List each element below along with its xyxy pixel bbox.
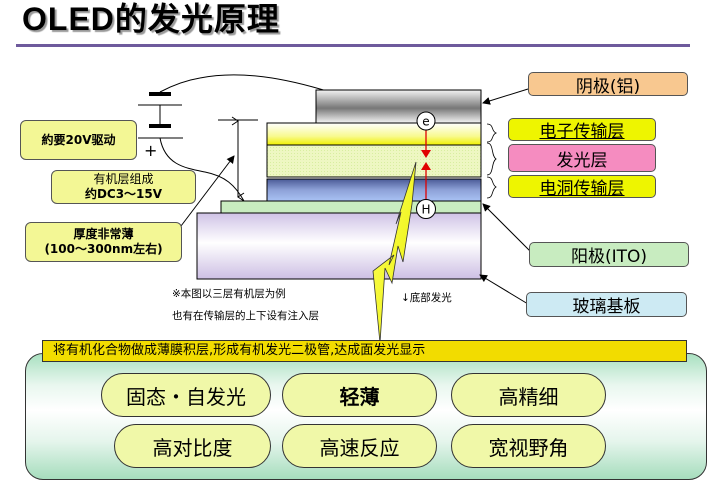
emissive-label: 发光层 [508, 144, 656, 172]
hole-transport-label-text: 电洞传输层 [539, 179, 625, 199]
thickness-line2: (100～300nm左右) [44, 242, 163, 256]
title-underline [16, 44, 690, 47]
thickness-dimension-icon [218, 116, 258, 202]
substrate-label: 玻璃基板 [526, 292, 687, 317]
note-three-layer-example: ※本图以三层有机层为例 [172, 288, 286, 300]
anode-label-text: 阳极(ITO) [570, 247, 648, 267]
hole-transport-label: 电洞传输层 [508, 175, 656, 199]
layer-braces-icon [486, 123, 498, 199]
emissive-label-text: 发光层 [556, 150, 608, 171]
electron-transport-label-text: 电子传输层 [539, 122, 625, 142]
hole-transport-layer [266, 178, 482, 202]
feature-pill: 宽视野角 [451, 424, 606, 468]
note-injection-layers: 也有在传输层的上下设有注入层 [172, 310, 319, 322]
battery-plus-sign: + [144, 141, 157, 160]
substrate-label-text: 玻璃基板 [572, 297, 641, 317]
electron-transport-layer [266, 122, 482, 146]
callout-pointer-lines [180, 155, 235, 227]
glass-substrate-layer [196, 212, 482, 280]
organic-voltage-line2: 约DC3～15V [84, 187, 163, 201]
emissive-layer [266, 144, 482, 178]
feature-pill: 高速反应 [282, 424, 437, 468]
feature-pill: 高对比度 [114, 424, 271, 468]
drive-voltage-callout: 約要20V驱动 [20, 120, 137, 160]
thickness-callout: 厚度非常薄 (100～300nm左右) [25, 222, 182, 262]
electron-transport-label: 电子传输层 [508, 118, 656, 142]
feature-pill: 高精细 [451, 373, 606, 417]
anode-label: 阳极(ITO) [529, 242, 689, 267]
organic-voltage-callout: 有机层组成 约DC3～15V [51, 170, 196, 204]
hole-label: H [421, 203, 430, 217]
electron-icon: e [416, 111, 436, 131]
cathode-label: 阴极(铝) [528, 72, 688, 97]
hole-icon: H [416, 199, 436, 219]
thickness-line1: 厚度非常薄 [73, 227, 134, 241]
drive-voltage-text: 約要20V驱动 [41, 132, 116, 147]
feature-pill: 轻薄 [282, 373, 437, 417]
cathode-label-text: 阴极(铝) [575, 76, 641, 97]
organic-voltage-line1: 有机层组成 [93, 172, 154, 186]
page-title: OLED的发光原理 [22, 1, 280, 37]
summary-banner: 将有机化合物做成薄膜积层,形成有机发光二极管,达成面发光显示 [42, 340, 687, 362]
cathode-wire [199, 74, 331, 93]
recombination-arrows [421, 129, 431, 204]
battery-icon [138, 77, 201, 139]
electron-label: e [422, 115, 429, 129]
anode-ito-layer [220, 200, 482, 214]
note-bottom-emission: ↓底部发光 [401, 292, 452, 304]
label-leader-lines [479, 88, 533, 305]
cathode-layer [315, 89, 482, 124]
feature-pill: 固态・自发光 [101, 373, 271, 417]
